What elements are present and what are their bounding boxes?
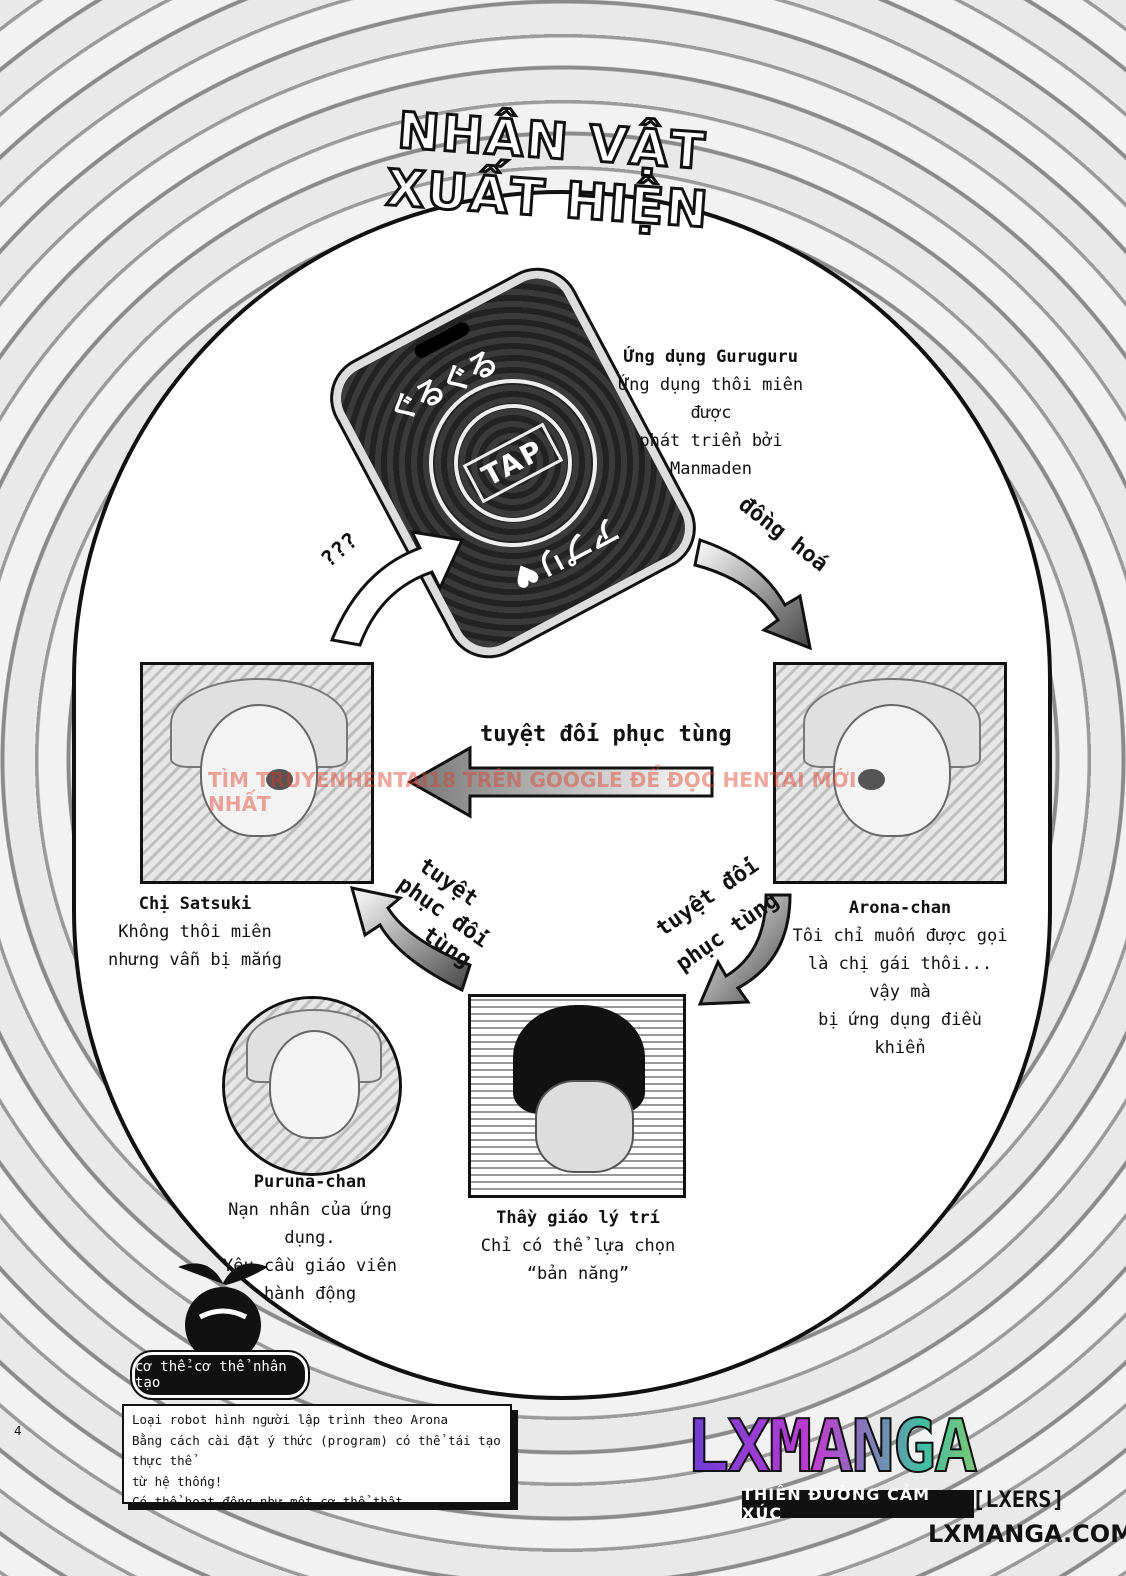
arona-line1: Tôi chỉ muốn được gọi: [792, 926, 1008, 946]
robot-badge-label: cơ thể-cơ thể nhân tạo: [130, 1350, 310, 1400]
lxers-tag: [LXERS]: [972, 1488, 1065, 1513]
lxmanga-url: LXMANGA.COM: [928, 1520, 1126, 1548]
satsuki-caption: Chị Satsuki Không thôi miên nhưng vẫn bị…: [100, 890, 290, 974]
watermark-text: TÌM TRUYENHENTAI18 TRÊN GOOGLE ĐỂ ĐỌC HE…: [208, 768, 857, 816]
lxmanga-logo: LXMANGA: [685, 1409, 1054, 1483]
puruna-caption: Puruna-chan Nạn nhân của ứng dụng. Yêu c…: [200, 1168, 420, 1308]
info-line2: Bằng cách cài đặt ý thức (program) có th…: [132, 1432, 501, 1469]
puruna-face: [268, 1030, 360, 1139]
lxmanga-tagline: THIÊN ĐƯỜNG CẢM XÚC: [742, 1485, 974, 1523]
teacher-line2: “bản năng”: [526, 1264, 630, 1284]
puruna-portrait: [222, 996, 402, 1176]
teacher-name: Thầy giáo lý trí: [496, 1208, 660, 1228]
info-line3: từ hệ thống!: [132, 1473, 223, 1489]
puruna-line1: Nạn nhân của ứng dụng.: [228, 1200, 392, 1248]
teacher-line1: Chỉ có thể lựa chọn: [480, 1236, 676, 1256]
phone-caption-line1: Ứng dụng thôi miên được: [618, 375, 804, 423]
phone-caption-name: Ứng dụng Guruguru: [624, 347, 798, 367]
robot-badge-icon: [178, 1263, 268, 1363]
info-line1: Loại robot hình người lập trình theo Aro…: [132, 1412, 449, 1427]
satsuki-portrait: [140, 662, 374, 884]
arona-portrait: [773, 662, 1007, 884]
satsuki-line1: Không thôi miên: [118, 922, 272, 942]
info-line4: Có thể hoạt động như một cơ thể thật...: [132, 1494, 426, 1509]
arona-eye: [858, 768, 886, 791]
phone-caption-line2: phát triển bởi Manmaden: [639, 431, 783, 479]
arona-line2: là chị gái thôi... vậy mà: [807, 954, 993, 1002]
arrow-satsuki-to-phone: [329, 530, 465, 647]
page-number: 4: [14, 1424, 22, 1438]
satsuki-face: [200, 703, 318, 838]
satsuki-name: Chị Satsuki: [138, 894, 252, 914]
arona-name: Arona-chan: [848, 898, 952, 918]
teacher-face: [534, 1080, 634, 1174]
arrow-phone-to-arona: [693, 538, 812, 651]
teacher-caption: Thầy giáo lý trí Chỉ có thể lựa chọn “bả…: [468, 1204, 688, 1288]
arrow-label-obey-top: tuyệt đối phục tùng: [480, 722, 732, 747]
puruna-name: Puruna-chan: [253, 1172, 367, 1192]
arona-face: [833, 703, 951, 838]
arona-caption: Arona-chan Tôi chỉ muốn được gọi là chị …: [790, 894, 1010, 1062]
puruna-line2: Yêu cầu giáo viên: [223, 1256, 397, 1276]
satsuki-line2: nhưng vẫn bị mắng: [108, 950, 282, 970]
arrow-teacher-to-satsuki: [349, 886, 472, 993]
robot-info-box: Loại robot hình người lập trình theo Aro…: [122, 1404, 512, 1509]
phone-caption: Ứng dụng Guruguru Ứng dụng thôi miên đượ…: [596, 343, 826, 483]
arrow-arona-to-satsuki: [406, 745, 714, 819]
teacher-portrait: [468, 994, 686, 1198]
arrow-arona-to-teacher: [697, 893, 792, 1006]
arona-line3: bị ứng dụng điều khiển: [818, 1010, 982, 1058]
satsuki-eye: [266, 768, 294, 791]
puruna-line3: hành động: [263, 1284, 357, 1304]
